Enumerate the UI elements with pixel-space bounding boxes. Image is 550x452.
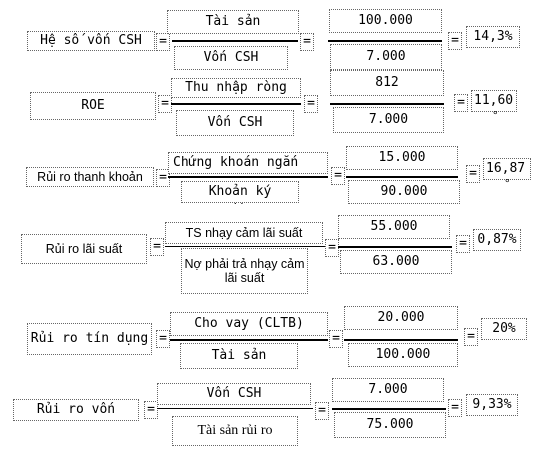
row6-value-denominator: 75.000: [334, 412, 446, 438]
row5-value-numerator: 20.000: [344, 306, 458, 330]
row3-result-overflow-mark: °: [504, 177, 511, 190]
row2-result-overflow-mark: °: [492, 109, 499, 122]
row3-equals-2: =: [331, 167, 345, 185]
row5-result: 20%: [481, 318, 527, 340]
row4-label: Rủi ro lãi suất: [21, 234, 147, 264]
row5-denominator: Tài sản: [180, 343, 298, 369]
row1-label: Hệ số vốn CSH: [27, 31, 155, 51]
row4-denominator: Nợ phải trả nhạy cảm lãi suất: [181, 248, 308, 294]
row2-label: ROE: [30, 92, 156, 120]
row3-value-denominator: 90.000: [348, 180, 460, 204]
row5-value-denominator: 100.000: [348, 343, 458, 367]
row5-equals-3: =: [464, 328, 478, 346]
row1-value-denominator: 7.000: [330, 44, 442, 70]
row3-equals-1: =: [156, 169, 170, 187]
row5-equals-2: =: [329, 330, 343, 348]
row4-value-bar: [338, 246, 452, 248]
row6-denominator: Tài sản rủi ro: [172, 416, 298, 446]
row2-value-denominator: 7.000: [333, 107, 444, 133]
row1-denominator: Vốn CSH: [174, 46, 288, 70]
row1-fraction-bar: [172, 40, 298, 42]
row3-equals-3: =: [466, 165, 480, 183]
row1-numerator: Tài sản: [167, 10, 299, 34]
row6-numerator: Vốn CSH: [157, 383, 311, 405]
row3-numerator: Chứng khoán ngắn: [168, 152, 328, 174]
row3-denominator-overflow-mark: ˙˙: [232, 201, 246, 214]
row3-result: 16,87: [483, 158, 531, 180]
row6-label: Rủi ro vốn: [13, 399, 139, 421]
row1-value-bar: [328, 40, 442, 42]
row4-equals-1: =: [150, 238, 164, 256]
row1-result: 14,3%: [466, 26, 520, 48]
row5-value-bar: [344, 339, 458, 341]
row4-fraction-bar: [165, 246, 325, 247]
row3-denominator: Khoản ký: [181, 181, 299, 203]
row2-equals-1: =: [158, 95, 172, 113]
row5-numerator: Cho vay (CLTB): [170, 312, 328, 336]
row6-equals-3: =: [448, 399, 462, 417]
row3-value-numerator: 15.000: [346, 146, 458, 170]
row2-fraction-bar: [171, 103, 301, 105]
row1-equals-2: =: [300, 33, 314, 51]
row5-label: Rủi ro tín dụng: [27, 323, 152, 355]
row6-equals-2: =: [315, 402, 329, 420]
row6-value-numerator: 7.000: [332, 378, 444, 402]
row6-equals-1: =: [144, 401, 158, 419]
row2-equals-2: =: [304, 95, 318, 113]
row5-equals-1: =: [156, 330, 170, 348]
row6-fraction-bar: [157, 408, 313, 409]
row2-numerator: Thu nhập ròng: [171, 78, 301, 98]
row2-denominator: Vốn CSH: [176, 110, 294, 136]
row4-value-denominator: 63.000: [340, 250, 452, 274]
row2-equals-3: =: [454, 94, 468, 112]
row3-fraction-bar: [168, 176, 328, 178]
row4-equals-2: =: [325, 239, 339, 257]
row6-value-bar: [332, 408, 446, 410]
row5-fraction-bar: [170, 339, 328, 341]
row4-value-numerator: 55.000: [338, 215, 450, 239]
row2-result: 11,60: [471, 90, 517, 112]
row6-result: 9,33%: [466, 394, 518, 416]
row4-result: 0,87%: [473, 229, 521, 251]
row2-value-bar: [330, 103, 444, 105]
row1-equals-1: =: [156, 33, 170, 51]
row1-equals-3: =: [448, 32, 462, 50]
row2-value-numerator: 812: [330, 70, 444, 96]
row4-equals-3: =: [456, 235, 470, 253]
row4-numerator: TS nhạy cảm lãi suất: [165, 222, 323, 244]
row1-value-numerator: 100.000: [329, 9, 442, 33]
row3-label: Rủi ro thanh khoản: [26, 167, 154, 187]
row3-value-bar: [346, 176, 458, 178]
